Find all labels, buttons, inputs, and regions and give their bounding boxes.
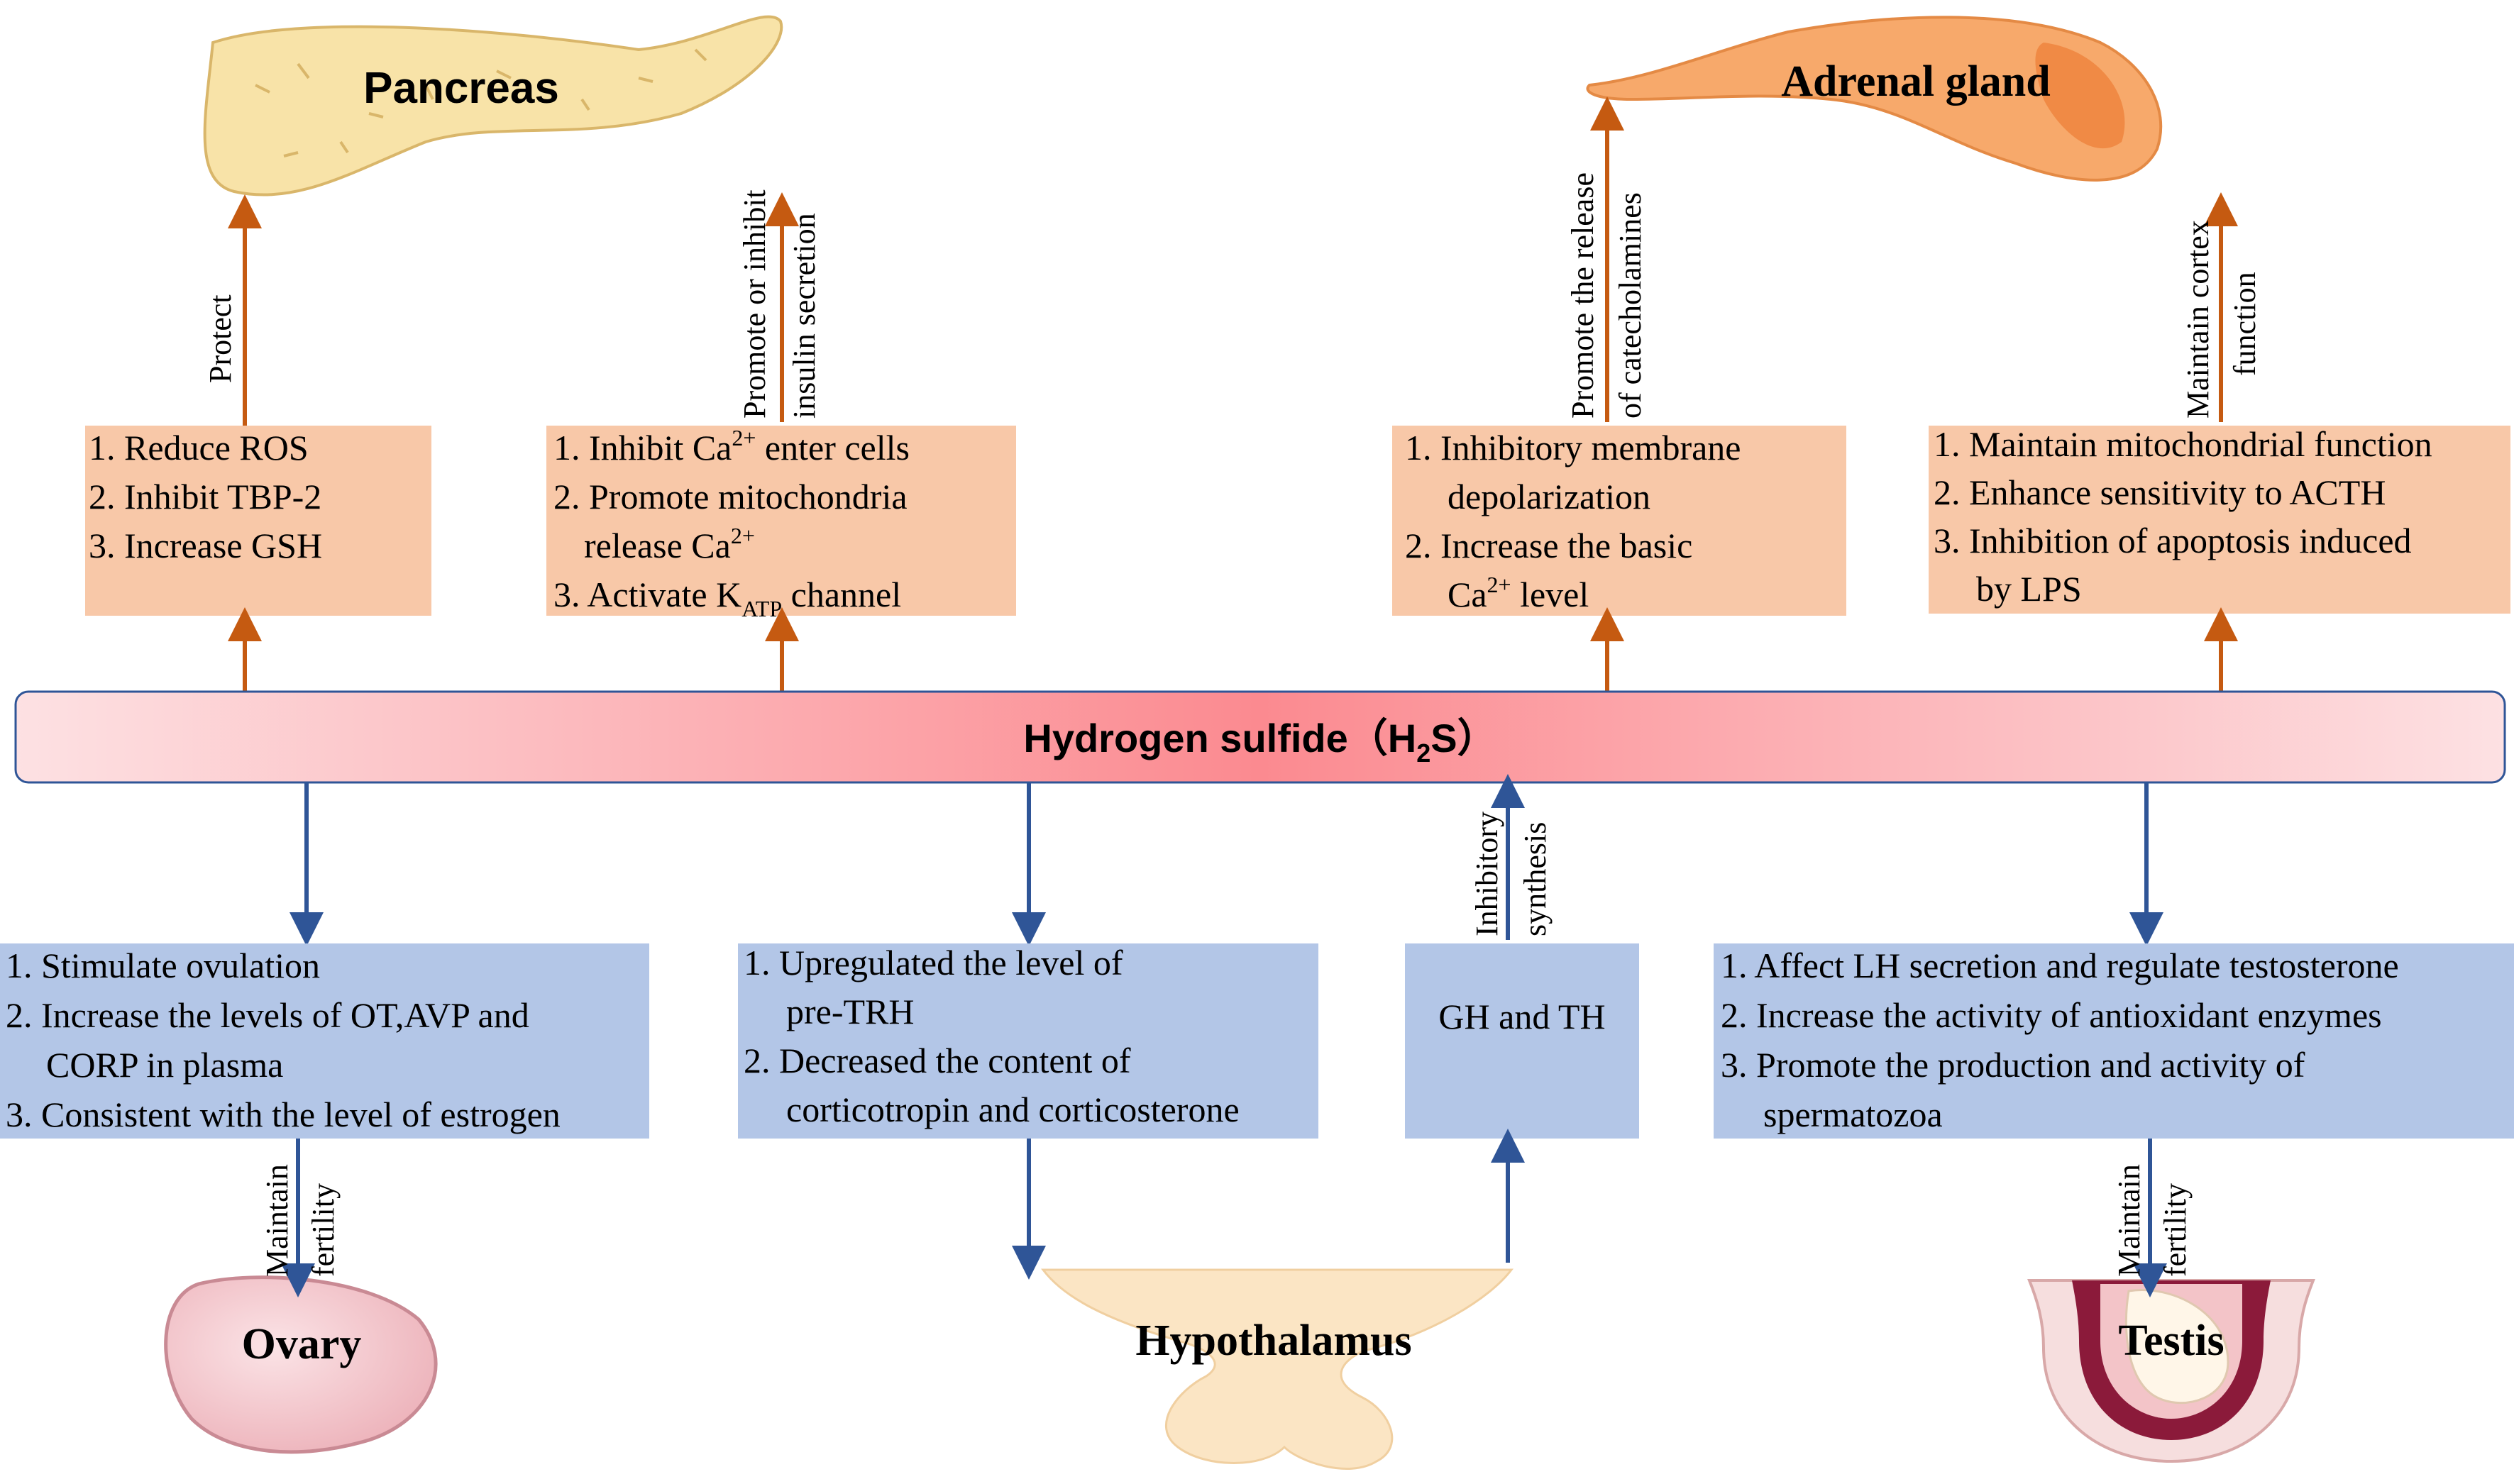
box-adrenal-medulla — [1392, 426, 1846, 616]
box-ovary-line-2: 2. Increase the levels of OT,AVP and — [6, 995, 529, 1035]
box-adrenal-medulla-line-2: depolarization — [1448, 477, 1650, 516]
box-pancreas-protect-line-2: 2. Inhibit TBP-2 — [89, 477, 321, 516]
hypothalamus-label: Hypothalamus — [1135, 1317, 1411, 1365]
pancreas-illustration — [203, 15, 783, 196]
ovary-label: Ovary — [242, 1320, 362, 1368]
label-protect: Protect — [203, 294, 238, 383]
box-pancreas-protect-line-3: 3. Increase GSH — [89, 526, 322, 565]
box-hypothalamus-left-line-1: 1. Upregulated the level of — [744, 943, 1123, 982]
pancreas-label: Pancreas — [363, 64, 559, 113]
hypothalamus-illustration — [1040, 1268, 1514, 1470]
box-hypothalamus-left-line-2: pre-TRH — [786, 992, 915, 1031]
box-adrenal-medulla-line-3: 2. Increase the basic — [1405, 526, 1692, 565]
box-testis-line-4: spermatozoa — [1763, 1095, 1943, 1134]
label-inhibitory-2: synthesis — [1518, 822, 1553, 936]
box-testis-line-3: 3. Promote the production and activity o… — [1721, 1045, 2305, 1085]
adrenal-gland-illustration — [1586, 16, 2163, 182]
label-catecholamines-2: of catecholamines — [1613, 192, 1648, 419]
label-fertility-testis-1: Maintain — [2112, 1164, 2146, 1277]
box-adrenal-cortex — [1929, 426, 2510, 614]
box-adrenal-medulla-line-4: Ca2+ level — [1448, 572, 1589, 614]
label-insulin-1: Promote or inhibit — [737, 189, 772, 419]
box-testis-line-2: 2. Increase the activity of antioxidant … — [1721, 995, 2382, 1035]
label-cortex-2: function — [2227, 272, 2262, 376]
box-ovary-line-1: 1. Stimulate ovulation — [6, 946, 320, 985]
hydrogen-sulfide-label: Hydrogen sulfide（H2S） — [1023, 716, 1496, 768]
box-ovary — [0, 943, 649, 1139]
box-pancreas-insulin-line-3: release Ca2+ — [584, 523, 755, 565]
box-adrenal-cortex-line-1: 1. Maintain mitochondrial function — [1934, 424, 2432, 464]
box-adrenal-medulla-line-1: 1. Inhibitory membrane — [1405, 428, 1741, 467]
box-pancreas-insulin-line-2: 2. Promote mitochondria — [553, 477, 908, 516]
box-adrenal-cortex-line-4: by LPS — [1976, 569, 2082, 609]
adrenal-gland-label: Adrenal gland — [1781, 57, 2051, 106]
box-gh-th — [1405, 943, 1639, 1139]
box-ovary-line-4: 3. Consistent with the level of estrogen — [6, 1095, 561, 1134]
box-hypothalamus-left-line-4: corticotropin and corticosterone — [786, 1090, 1240, 1129]
label-fertility-ovary-2: fertility — [306, 1183, 341, 1277]
testis-illustration — [2027, 1279, 2315, 1463]
ovary-illustration — [164, 1275, 438, 1454]
label-insulin-2: insulin secretion — [787, 213, 822, 419]
label-cortex-1: Maintain cortex — [2181, 220, 2215, 419]
box-hypothalamus-left-line-3: 2. Decreased the content of — [744, 1041, 1131, 1080]
label-fertility-testis-2: fertility — [2158, 1183, 2193, 1277]
label-fertility-ovary-1: Maintain — [260, 1164, 294, 1277]
box-testis-line-1: 1. Affect LH secretion and regulate test… — [1721, 946, 2399, 985]
label-inhibitory-1: Inhibitory — [1470, 812, 1504, 936]
box-pancreas-insulin-line-1: 1. Inhibit Ca2+ enter cells — [553, 425, 910, 467]
box-ovary-line-3: CORP in plasma — [46, 1045, 283, 1085]
box-hypothalamus-left — [738, 943, 1318, 1139]
hydrogen-sulfide-bar — [14, 690, 2506, 784]
box-pancreas-protect — [85, 426, 431, 616]
box-adrenal-cortex-line-3: 3. Inhibition of apoptosis induced — [1934, 521, 2412, 560]
testis-label: Testis — [2118, 1317, 2224, 1365]
box-pancreas-protect-line-1: 1. Reduce ROS — [89, 428, 309, 467]
box-adrenal-cortex-line-2: 2. Enhance sensitivity to ACTH — [1934, 472, 2386, 512]
label-catecholamines-1: Promote the release — [1565, 172, 1600, 419]
box-testis — [1714, 943, 2514, 1139]
box-gh-th-label: GH and TH — [1438, 997, 1605, 1036]
box-pancreas-insulin-line-4: 3. Activate KATP channel — [553, 575, 901, 621]
box-pancreas-insulin — [546, 426, 1016, 616]
